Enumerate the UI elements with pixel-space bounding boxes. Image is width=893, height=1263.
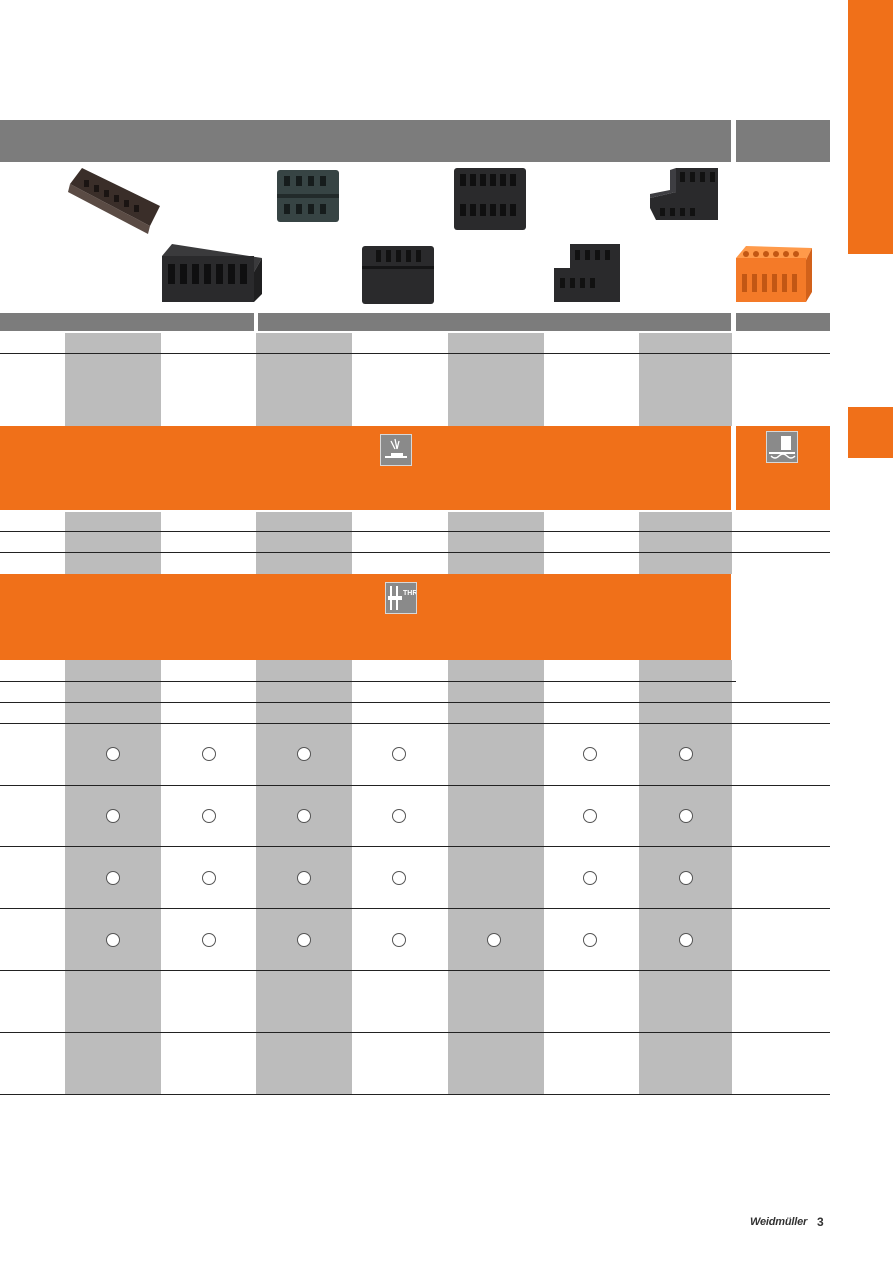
row-rule [0,970,830,971]
availability-circle [583,871,597,885]
availability-circle [202,747,216,761]
availability-circle [583,747,597,761]
brand-mark-icon: 3 [817,1215,824,1229]
availability-circle [392,809,406,823]
angled-header-icon [68,168,160,234]
availability-circle [583,809,597,823]
section-bar-mid [258,313,731,331]
product-images [68,168,812,304]
col-shade-3b [256,512,352,574]
svg-text:THR: THR [403,590,416,597]
stacked-header-icon [362,246,434,304]
orange-plug-icon [736,246,812,302]
availability-circle [297,871,311,885]
row-rule [0,846,830,847]
availability-circle [202,933,216,947]
row-rule [0,1032,830,1033]
availability-circle [106,747,120,761]
availability-circle [679,747,693,761]
row-rule [0,702,830,703]
availability-circle [487,933,501,947]
row-rule [0,908,830,909]
row-rule [0,1094,830,1095]
table-header-main [0,120,731,162]
tht-wave-icon [766,431,798,463]
availability-circle [679,871,693,885]
row-rule [0,552,830,553]
row-rule [0,723,830,724]
chapter-tab-upper[interactable] [848,0,893,254]
double-row-header-icon [277,170,339,222]
smd-reflow-icon [380,434,412,466]
col-shade-7a [639,333,732,426]
availability-circle [106,809,120,823]
col-shade-5a [448,333,544,426]
brand-logo: Weidmüller [750,1216,808,1228]
row-rule [0,681,736,682]
smd-band [0,426,731,510]
chapter-tab-lower[interactable] [848,407,893,458]
col-shade-5c [448,660,544,1094]
availability-circle [583,933,597,947]
availability-circle [297,747,311,761]
availability-circle [106,871,120,885]
stepped-header-icon [554,244,620,302]
availability-circle [392,747,406,761]
availability-circle [297,933,311,947]
availability-circle [679,809,693,823]
row-rule [0,785,830,786]
straight-header-icon [162,244,262,302]
availability-circle [392,871,406,885]
availability-circle [297,809,311,823]
angled-double-header-icon [650,168,718,220]
availability-circle [202,809,216,823]
row-rule [0,531,830,532]
col-shade-1a [65,333,161,426]
row-rule [0,353,830,354]
availability-circle [679,933,693,947]
col-shade-3a [256,333,352,426]
availability-circle [106,933,120,947]
section-bar-left [0,313,254,331]
availability-circle [392,933,406,947]
thr-icon: THR [385,582,417,614]
col-shade-1b [65,512,161,574]
section-bar-right [736,313,830,331]
col-shade-5b [448,512,544,574]
availability-circle [202,871,216,885]
col-shade-7b [639,512,732,574]
double-row-header-large-icon [454,168,526,230]
thr-band [0,574,731,660]
table-header-side [736,120,830,162]
